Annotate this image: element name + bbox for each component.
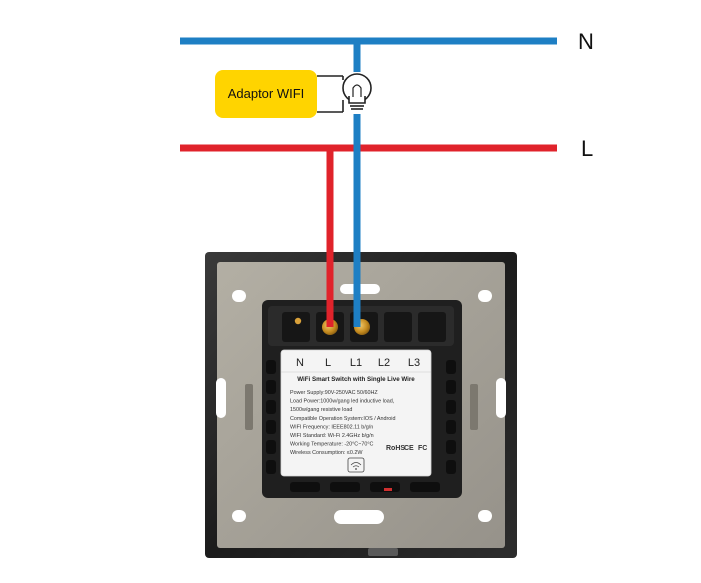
terminal-label-l3: L3	[408, 357, 420, 369]
terminal-label-l2: L2	[378, 357, 390, 369]
terminal-label-l1: L1	[350, 357, 362, 369]
light-bulb-icon	[342, 73, 372, 110]
cert-mark-fc: FC	[418, 445, 427, 452]
spec-line: Power Supply:90V-250VAC 50/60HZ	[290, 390, 378, 396]
wires	[180, 37, 557, 327]
spec-line: Compatible Operation System:IOS / Androi…	[290, 416, 395, 422]
spec-label: N L L1 L2 L3 WiFi Smart Switch with Single L…	[280, 349, 432, 477]
cert-mark-rohs: RoHS	[386, 445, 405, 452]
terminal-label-n: N	[296, 357, 304, 369]
mounting-slot-left	[216, 378, 226, 418]
mounting-hole-bl	[232, 510, 246, 522]
spec-line: Working Temperature: -20°C~70°C	[290, 442, 373, 448]
spec-line: Wireless Consumption: ≤0.2W	[290, 450, 363, 456]
led-indicator	[384, 488, 392, 491]
spec-line: Load Power:1000w/gang led inductive load…	[290, 399, 395, 405]
mounting-hole-tl	[232, 290, 246, 302]
terminal-label-l: L	[325, 357, 331, 369]
spec-title: WiFi Smart Switch with Single Live Wire	[297, 376, 415, 383]
neutral-label: N	[578, 29, 594, 54]
adaptor-label: Adaptor WIFI	[228, 86, 305, 101]
spec-line: WIFI Standard: Wi-Fi 2.4GHz b/g/n	[290, 433, 374, 439]
mounting-hole-tr	[478, 290, 492, 302]
live-label: L	[581, 136, 593, 161]
wifi-icon	[347, 457, 365, 473]
mounting-slot-right	[496, 378, 506, 418]
spec-line: 1500w/gang resistive load	[290, 407, 352, 413]
adaptor-wifi-box: Adaptor WIFI	[215, 70, 344, 118]
mounting-hole-br	[478, 510, 492, 522]
cert-mark-ce: CE	[404, 445, 414, 452]
mounting-slot-bottom	[334, 510, 384, 524]
spec-line: WIFI Frequency: IEEE802.11 b/g/n	[290, 424, 373, 430]
